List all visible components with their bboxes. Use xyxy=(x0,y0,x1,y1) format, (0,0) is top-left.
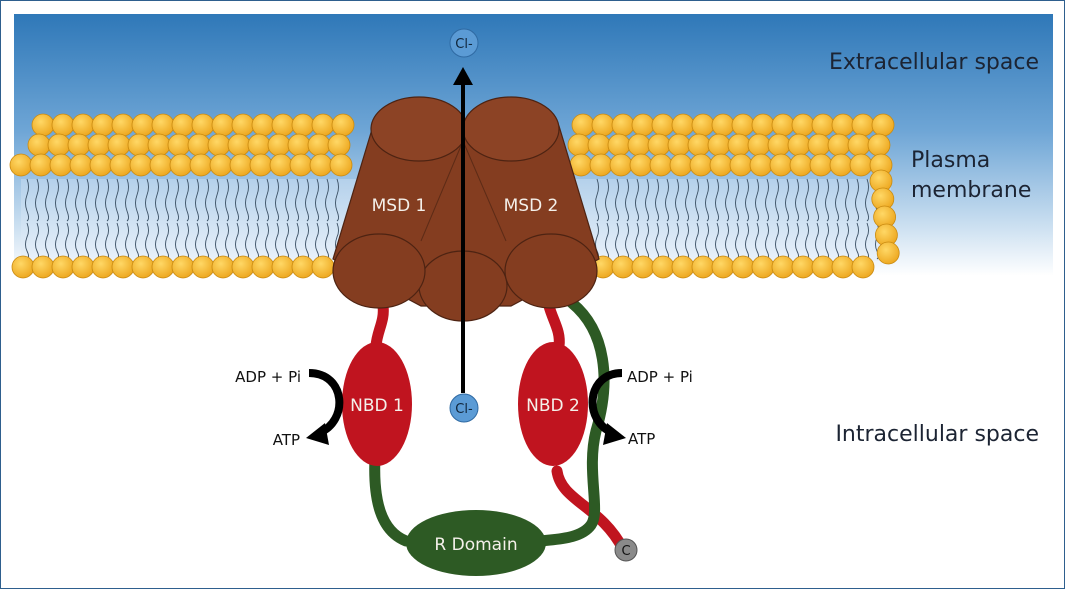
membrane-label-line2: membrane xyxy=(911,178,1031,203)
extracellular-label: Extracellular space xyxy=(829,50,1039,75)
c-terminal-tail xyxy=(551,465,629,555)
msd2-nbd2-linker xyxy=(543,300,565,352)
chloride-ion-intracellular xyxy=(449,393,479,423)
chloride-ion-bottom-label: Cl- xyxy=(455,402,473,417)
msd2-label: MSD 2 xyxy=(504,196,559,216)
nbd2-substrate-label: ATP xyxy=(628,430,655,448)
r-linker-right xyxy=(535,297,610,547)
msd1-nbd1-linker xyxy=(370,300,389,352)
nbd1-arrowhead xyxy=(306,423,329,445)
nbd1-substrate-label: ATP xyxy=(273,431,300,449)
nbd2-hydrolysis-arrow xyxy=(588,369,623,437)
nbd2-label: NBD 2 xyxy=(526,396,580,416)
c-terminus-circle xyxy=(614,538,638,562)
msd-channel xyxy=(332,96,600,322)
nbd2-domain xyxy=(518,342,588,466)
r-domain xyxy=(406,510,546,576)
nbd2-arrowhead xyxy=(603,423,626,445)
nbd1-product-label: ADP + Pi xyxy=(235,368,301,386)
r-linker-left xyxy=(369,451,412,547)
msd1-label: MSD 1 xyxy=(372,196,427,216)
chloride-ion-top-label: Cl- xyxy=(455,37,473,52)
lipid-tails xyxy=(25,178,879,260)
membrane-label-line1: Plasma xyxy=(911,148,990,173)
nbd1-domain xyxy=(342,342,412,466)
nbd2-product-label: ADP + Pi xyxy=(627,368,693,386)
r-domain-label: R Domain xyxy=(434,535,517,555)
lipid-heads xyxy=(9,113,900,279)
chloride-ion-extracellular xyxy=(449,28,479,58)
nbd1-hydrolysis-arrow xyxy=(308,369,344,437)
c-terminus-label: C xyxy=(621,544,630,559)
intracellular-label: Intracellular space xyxy=(835,422,1039,447)
nbd1-label: NBD 1 xyxy=(350,396,404,416)
chloride-arrowhead xyxy=(453,67,473,85)
